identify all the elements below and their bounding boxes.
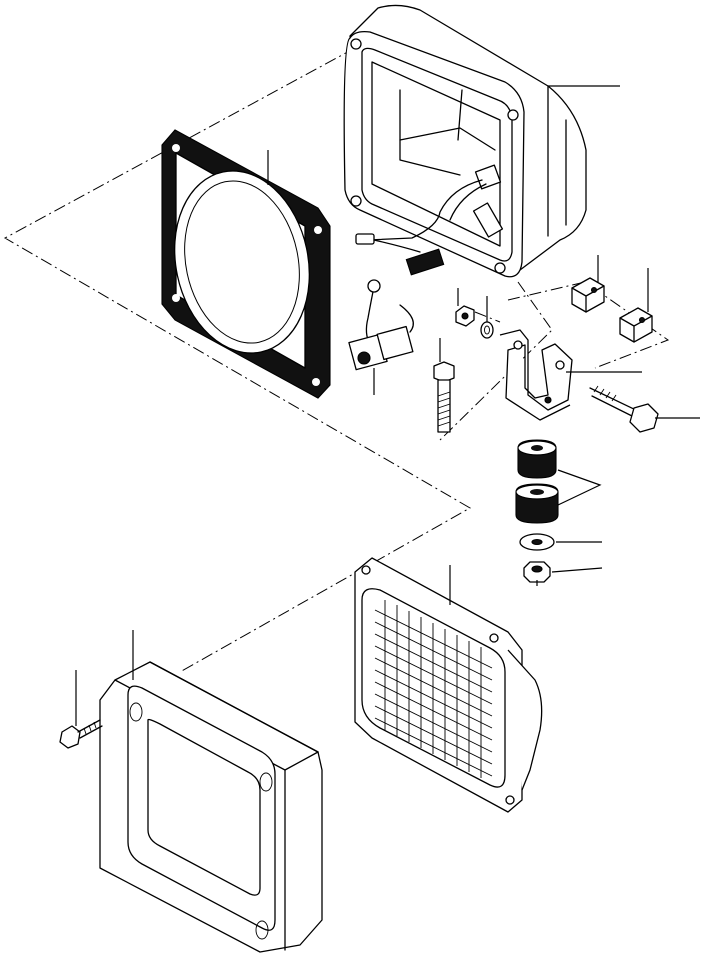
lens-grid [374, 600, 493, 778]
wire-harness [348, 233, 445, 371]
screw [59, 719, 103, 749]
top-fasteners [455, 305, 494, 339]
sealed-beam-lamp [354, 557, 543, 813]
bezel [99, 661, 323, 953]
spacer-blocks [571, 277, 653, 343]
rubber-mounts [515, 439, 559, 524]
lamp-housing [343, 4, 587, 278]
vertical-bolt [433, 361, 455, 433]
bottom-fasteners [519, 533, 555, 583]
gasket [161, 129, 331, 399]
long-bolt [589, 385, 659, 433]
bracket [499, 329, 573, 421]
leader-lines [75, 85, 700, 726]
